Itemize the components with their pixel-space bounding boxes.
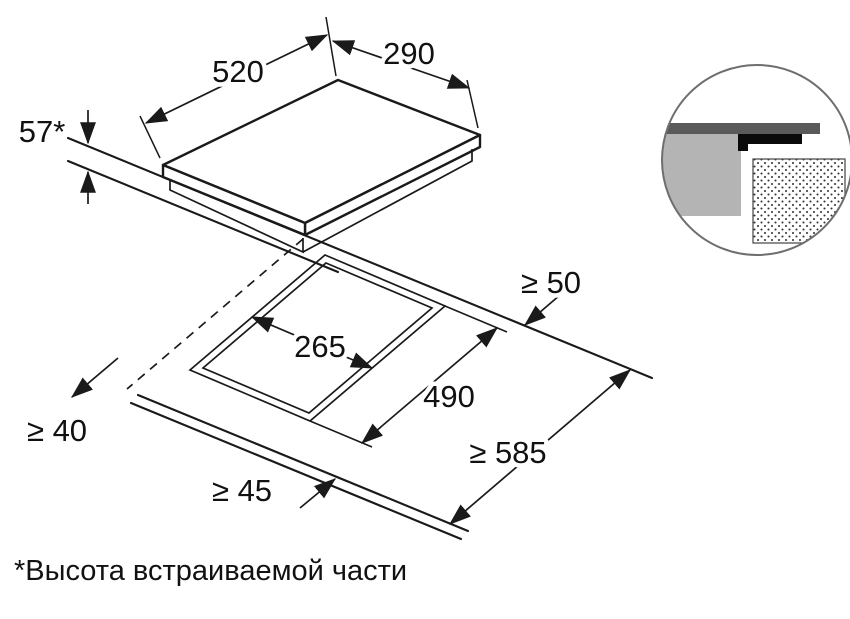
hob-base-left	[169, 180, 304, 254]
dim-265-arrow	[250, 316, 374, 369]
hob-seal-profile	[738, 134, 802, 151]
dim-490-ext-top	[444, 305, 508, 333]
dim-290: 290	[331, 32, 479, 129]
dim-min50-label: ≥ 50	[521, 265, 581, 300]
dim-520-arrow	[144, 34, 329, 124]
inset-detail-circle	[661, 64, 850, 256]
hob-top-face	[161, 78, 482, 225]
dim-min585-arrow	[448, 369, 632, 525]
footnote: *Высота встраиваемой части	[14, 555, 407, 587]
dim-min585: ≥ 585	[448, 369, 632, 525]
dim-min585-label: ≥ 585	[469, 435, 546, 470]
worktop-underside-edge	[66, 159, 340, 274]
dim-520-tick-left	[139, 115, 161, 159]
worktop-front-edge-outer	[136, 393, 470, 533]
dim-490-label: 490	[423, 379, 475, 414]
dim-520-label: 520	[212, 54, 264, 89]
dim-265: 265	[250, 316, 374, 369]
dim-min40: ≥ 40	[22, 357, 119, 453]
hob	[161, 78, 482, 254]
inset-detail	[661, 64, 850, 256]
dim-min40-arrow	[70, 357, 119, 398]
hatched-part	[752, 158, 846, 244]
dim-490-arrow	[360, 327, 499, 444]
worktop-front-edge-inner	[129, 401, 463, 541]
hob-side-face-left	[161, 163, 307, 237]
dim-min45-arrow	[299, 478, 337, 509]
dim-min45: ≥ 45	[207, 469, 337, 513]
dim-min50: ≥ 50	[516, 261, 586, 326]
dim-290-label: 290	[383, 36, 435, 71]
dim-min45-label: ≥ 45	[212, 473, 272, 508]
dim-520: 520	[139, 16, 337, 159]
worktop-cross-section	[662, 134, 741, 216]
hob-glass-edge-bar	[662, 123, 820, 134]
dim-57-label: 57*	[19, 114, 66, 149]
dim-min50-arrow	[523, 294, 561, 326]
cutout-inner-rim	[201, 262, 434, 414]
hob-base-right	[302, 149, 473, 253]
dim-57: 57*	[14, 110, 96, 204]
dim-265-label: 265	[294, 329, 346, 364]
dim-290-arrow	[331, 40, 471, 89]
dim-min40-label: ≥ 40	[27, 413, 87, 448]
dim-520-tick-right	[325, 16, 337, 77]
projection-dashed-line	[126, 238, 304, 390]
